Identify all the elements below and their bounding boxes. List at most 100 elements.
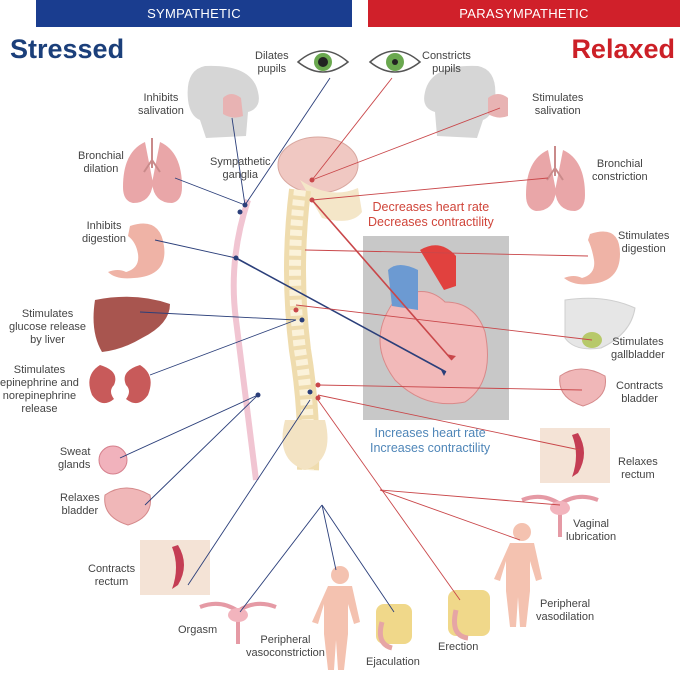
label-orgasm: Orgasm	[178, 624, 217, 637]
left-rectum	[140, 540, 210, 595]
label-line: Peripheral	[539, 598, 591, 610]
label-dilates-pupils: Dilates pupils	[255, 50, 289, 76]
label-sympathetic-ganglia: Sympathetic ganglia	[210, 156, 271, 182]
label-line: vasoconstriction	[246, 647, 325, 659]
label-line: Inhibits	[86, 220, 122, 232]
uterus-right	[521, 494, 599, 537]
male-organ-right	[448, 590, 490, 641]
label-line: Bronchial	[596, 158, 643, 170]
label-stimulates-salivation: Stimulates salivation	[532, 92, 583, 118]
label-line: Stimulates	[21, 308, 74, 320]
sweat-gland	[98, 445, 128, 475]
skull-brain	[277, 136, 362, 221]
label-bronchial-constriction: Bronchial constriction	[592, 158, 648, 184]
label-stimulates-digestion: Stimulates digestion	[618, 230, 669, 256]
label-line: pupils	[432, 63, 461, 75]
right-bladder	[559, 368, 607, 407]
label-line: Sympathetic	[210, 156, 271, 168]
male-organ-left	[376, 604, 412, 651]
label-line: Contracts	[616, 380, 664, 392]
label-line: release	[21, 403, 58, 415]
right-rectum	[540, 428, 610, 483]
label-line: salivation	[534, 105, 581, 117]
label-line: norepinephrine	[2, 390, 77, 402]
sympathetic-header: SYMPATHETIC	[36, 0, 352, 27]
label-line: by liver	[30, 334, 65, 346]
spinal-column	[282, 188, 328, 471]
label-glucose-release: Stimulates glucose release by liver	[9, 308, 86, 347]
heart	[379, 245, 488, 405]
heart-rate-decrease: Decreases heart rate	[372, 200, 490, 214]
label-line: epinephrine and	[0, 377, 79, 389]
label-line: Stimulates	[612, 336, 664, 348]
label-line: salivation	[138, 105, 184, 117]
uterus-left	[199, 601, 277, 644]
label-line: Contracts	[88, 563, 136, 575]
label-line: dilation	[83, 163, 119, 175]
label-ejaculation: Ejaculation	[366, 656, 420, 669]
label-line: Constricts	[422, 50, 471, 62]
label-bronchial-dilation: Bronchial dilation	[78, 150, 124, 176]
label-contracts-rectum: Contracts rectum	[88, 563, 135, 589]
label-line: glucose release	[9, 321, 87, 333]
body-figure-right	[494, 523, 542, 627]
label-line: Peripheral	[260, 634, 311, 646]
label-line: bladder	[621, 393, 658, 405]
label-line: Stimulates	[618, 230, 670, 242]
label-inhibits-digestion: Inhibits digestion	[82, 220, 126, 246]
nerve-dots	[233, 177, 321, 401]
label-line: Bronchial	[78, 150, 124, 162]
sympathetic-ganglion-chain	[230, 199, 259, 481]
label-line: digestion	[82, 233, 127, 245]
label-inhibits-salivation: Inhibits salivation	[138, 92, 184, 118]
parasympathetic-header: PARASYMPATHETIC	[368, 0, 680, 27]
left-lungs	[123, 138, 182, 203]
label-line: gallbladder	[611, 349, 665, 361]
label-line: bladder	[61, 505, 99, 517]
label-line: pupils	[257, 63, 287, 75]
label-line: vasodilation	[536, 611, 595, 623]
left-head-profile	[187, 65, 259, 138]
label-line: Orgasm	[178, 624, 218, 636]
label-line: Relaxes	[618, 456, 658, 468]
label-peripheral-vasoconstriction: Peripheral vasoconstriction	[246, 634, 325, 660]
left-stomach	[108, 223, 165, 279]
label-contracts-bladder: Contracts bladder	[616, 380, 663, 406]
label-line: ganglia	[222, 169, 258, 181]
right-lungs	[526, 146, 585, 211]
right-eye	[368, 50, 422, 73]
sympathetic-connections	[119, 77, 447, 613]
label-line: glands	[58, 459, 91, 471]
label-peripheral-vasodilation: Peripheral vasodilation	[536, 598, 594, 624]
right-stomach	[564, 231, 620, 285]
label-stimulates-gallbladder: Stimulates gallbladder	[611, 336, 665, 362]
contractility-decrease: Decreases contractility	[368, 215, 494, 229]
relaxed-title: Relaxed	[571, 34, 675, 64]
heart-nerve-ends	[440, 354, 456, 376]
left-bladder	[104, 487, 152, 526]
gallbladder-liver	[564, 297, 636, 350]
heart-rate-increase: Increases heart rate	[374, 426, 486, 440]
label-line: rectum	[621, 469, 655, 481]
label-line: Dilates	[255, 50, 289, 62]
label-line: Stimulates	[13, 364, 66, 376]
label-line: Sweat	[59, 446, 91, 458]
label-line: Vaginal	[573, 518, 610, 530]
label-constricts-pupils: Constricts pupils	[422, 50, 471, 76]
parasympathetic-heart-label: Decreases heart rate Decreases contracti…	[368, 200, 494, 230]
stressed-title: Stressed	[10, 34, 125, 64]
right-head-profile	[424, 65, 508, 138]
label-line: lubrication	[566, 531, 617, 543]
left-eye	[296, 50, 350, 73]
liver	[93, 296, 170, 352]
label-line: digestion	[621, 243, 666, 255]
label-vaginal-lubrication: Vaginal lubrication	[566, 518, 616, 544]
body-figure-center	[312, 566, 360, 670]
label-line: Relaxes	[60, 492, 100, 504]
contractility-increase: Increases contractility	[370, 441, 491, 455]
label-epinephrine-release: Stimulates epinephrine and norepinephrin…	[0, 364, 79, 416]
label-line: Inhibits	[143, 92, 179, 104]
sympathetic-heart-label: Increases heart rate Increases contracti…	[370, 426, 490, 456]
parasympathetic-connections	[295, 77, 593, 601]
